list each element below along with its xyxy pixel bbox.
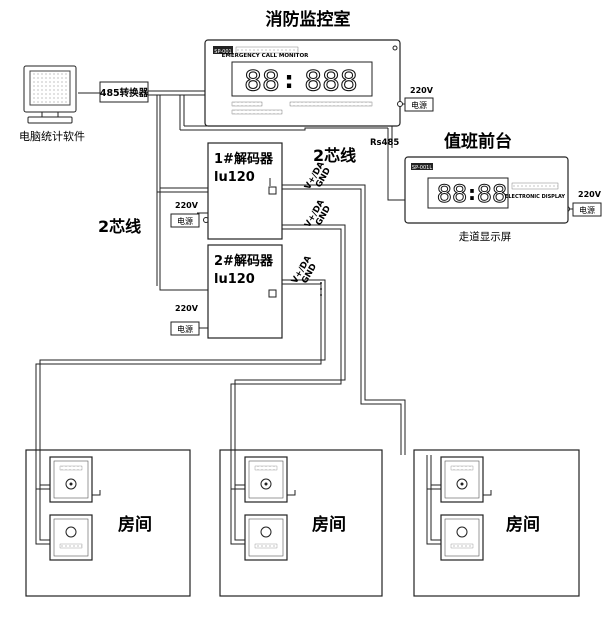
wiring	[35, 90, 441, 545]
corridor-digits-left: 88	[437, 180, 468, 208]
power-voltage-label: 220V	[175, 304, 199, 313]
decoder-2-name: 2#解码器	[214, 253, 274, 269]
converter-label: 485转换器	[100, 87, 149, 99]
svg-text:SP-001L: SP-001L	[412, 165, 432, 171]
power-label: 电源	[177, 216, 193, 226]
call-button-panel-icon	[244, 456, 288, 503]
monitor-display: SP-001 EMERGENCY CALL MONITOR 88 : 888	[204, 39, 401, 127]
monitor-separator: :	[284, 66, 294, 94]
svg-text:SP-001: SP-001	[214, 49, 231, 55]
room-1: 房间	[25, 449, 191, 597]
power-source-monitor: 220V 电源	[397, 86, 434, 112]
decoder-1-name: 1#解码器	[214, 151, 274, 167]
call-button-panel-icon	[440, 456, 484, 503]
pc-label: 电脑统计软件	[19, 129, 85, 143]
front-desk-title: 值班前台	[444, 131, 512, 152]
room-3: 房间	[413, 449, 580, 597]
power-source-corridor: 220V 电源	[564, 190, 602, 217]
call-button-panel-icon	[244, 514, 288, 561]
corridor-display: SP-001L 88 : 88 ELECTRONIC DISPLAY	[404, 156, 569, 224]
call-button-panel-icon	[49, 456, 93, 503]
power-label: 电源	[579, 205, 595, 215]
corridor-display-caption: 走道显示屏	[459, 230, 512, 243]
room-3-label: 房间	[506, 514, 540, 535]
monitor-display-name: EMERGENCY CALL MONITOR	[222, 53, 309, 59]
monitor-digits-left: 88	[244, 64, 280, 97]
converter-box	[99, 81, 149, 103]
call-button-panel-icon	[49, 514, 93, 561]
room-1-label: 房间	[118, 514, 152, 535]
pc-computer-icon	[23, 65, 77, 124]
decoder-1: 1#解码器 lu120	[207, 142, 283, 240]
room-2: 房间	[219, 449, 383, 597]
corridor-display-name: ELECTRONIC DISPLAY	[505, 194, 566, 200]
control-room-title: 消防监控室	[266, 9, 351, 30]
power-voltage-label: 220V	[578, 190, 602, 199]
decoder-1-model: lu120	[214, 170, 255, 185]
corridor-separator: :	[468, 181, 476, 205]
two-core-wire-label-b: 2芯线	[98, 217, 141, 236]
power-label: 电源	[411, 100, 427, 110]
decoder-2-model: lu120	[214, 272, 255, 287]
power-label: 电源	[177, 324, 193, 334]
rs485-label: Rs485	[370, 138, 399, 148]
power-source-decoder-1: 220V 电源	[170, 201, 209, 228]
corridor-digits-right: 88	[477, 180, 508, 208]
decoder-2: 2#解码器 lu120	[207, 244, 322, 339]
two-core-wire-label-a: 2芯线	[313, 146, 356, 165]
power-voltage-label: 220V	[410, 86, 434, 95]
power-source-decoder-2: 220V 电源	[170, 304, 214, 336]
call-button-panel-icon	[440, 514, 484, 561]
monitor-digits-right: 888	[304, 64, 357, 97]
room-2-label: 房间	[312, 514, 346, 535]
power-voltage-label: 220V	[175, 201, 199, 210]
